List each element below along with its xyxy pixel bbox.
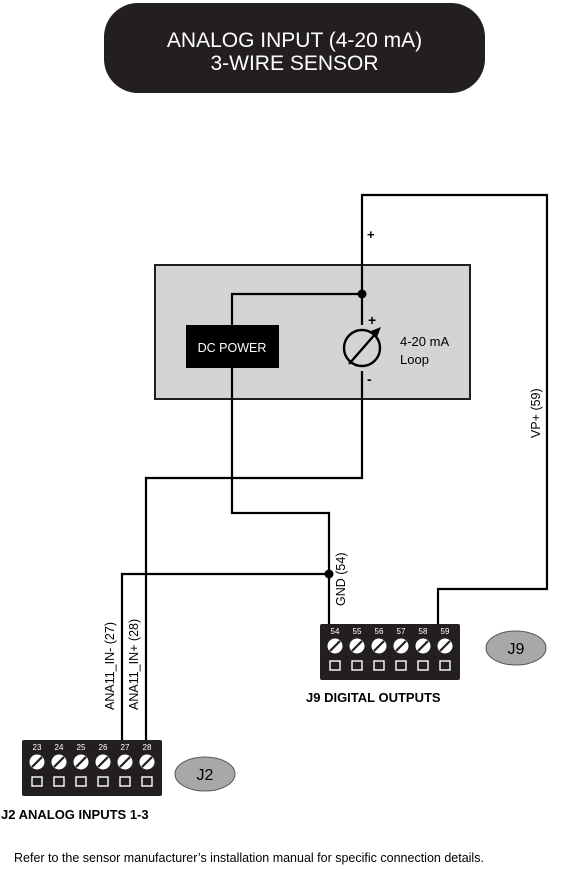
loop-label-line-1: 4-20 mA bbox=[400, 334, 449, 349]
j2-wire-slot bbox=[97, 776, 109, 787]
j2-pin-number: 26 bbox=[99, 743, 108, 752]
j9-caption: J9 DIGITAL OUTPUTS bbox=[306, 690, 441, 705]
j2-pin-number: 23 bbox=[33, 743, 42, 752]
supply-plus-sign: + bbox=[367, 227, 375, 242]
loop-minus-sign: - bbox=[367, 371, 372, 387]
j9-wire-slot bbox=[329, 660, 341, 671]
gnd-wire-label: GND (54) bbox=[334, 553, 348, 606]
screw-icon bbox=[371, 638, 387, 654]
j9-pin-number: 59 bbox=[441, 627, 450, 636]
j9-badge-label: J9 bbox=[508, 641, 525, 658]
j9-housing bbox=[320, 624, 460, 680]
j9-pin-number: 58 bbox=[419, 627, 428, 636]
screw-icon bbox=[437, 638, 453, 654]
dc-power-label: DC POWER bbox=[198, 341, 267, 355]
j9-pin-number: 57 bbox=[397, 627, 406, 636]
ana-in-plus-label: ANA11_IN+ (28) bbox=[127, 619, 141, 710]
screw-icon bbox=[51, 754, 67, 770]
j9-wire-slot bbox=[351, 660, 363, 671]
j2-wire-slot bbox=[53, 776, 65, 787]
title-banner: ANALOG INPUT (4-20 mA) 3-WIRE SENSOR bbox=[104, 3, 485, 93]
j2-wire-slot bbox=[75, 776, 87, 787]
j9-terminal-block: 54 55 56 57 58 59 bbox=[320, 624, 460, 680]
ana-in-plus-wire bbox=[144, 371, 364, 742]
j2-pin-number: 28 bbox=[143, 743, 152, 752]
loop-meter-icon bbox=[342, 327, 382, 368]
j2-pin-number: 27 bbox=[121, 743, 130, 752]
loop-label-line-2: Loop bbox=[400, 352, 429, 367]
ana-in-minus-label: ANA11_IN- (27) bbox=[103, 622, 117, 710]
j9-wire-slot bbox=[373, 660, 385, 671]
j9-badge bbox=[485, 630, 547, 666]
j9-wire-slot bbox=[439, 660, 451, 671]
j2-pin-number: 25 bbox=[77, 743, 86, 752]
dc-power-block bbox=[186, 325, 279, 368]
screw-icon bbox=[349, 638, 365, 654]
screw-icon bbox=[117, 754, 133, 770]
loop-plus-sign: + bbox=[368, 312, 376, 328]
screw-icon bbox=[327, 638, 343, 654]
wires bbox=[120, 193, 549, 742]
screw-icon bbox=[393, 638, 409, 654]
j2-badge bbox=[174, 756, 236, 792]
j2-terminal-block: 23 24 25 26 27 28 bbox=[22, 740, 162, 796]
title-line-1: ANALOG INPUT (4-20 mA) bbox=[166, 29, 423, 52]
j2-wire-slot bbox=[31, 776, 43, 787]
gnd-wire bbox=[230, 368, 331, 625]
j9-wire-slot bbox=[395, 660, 407, 671]
junction-dot-gnd bbox=[324, 569, 334, 579]
vp-wire-label: VP+ (59) bbox=[529, 388, 543, 438]
j9-pin-number: 55 bbox=[353, 627, 362, 636]
junction-dot-top bbox=[357, 289, 367, 299]
j2-pin-number: 24 bbox=[55, 743, 64, 752]
power-top-wire bbox=[230, 292, 362, 325]
title-line-2: 3-WIRE SENSOR bbox=[210, 52, 379, 75]
j9-pin-number: 54 bbox=[331, 627, 340, 636]
j2-wire-slot bbox=[119, 776, 131, 787]
screw-icon bbox=[73, 754, 89, 770]
screw-icon bbox=[29, 754, 45, 770]
screw-icon bbox=[139, 754, 155, 770]
j2-housing bbox=[22, 740, 162, 796]
j9-pin-number: 56 bbox=[375, 627, 384, 636]
screw-icon bbox=[415, 638, 431, 654]
j9-wire-slot bbox=[417, 660, 429, 671]
j2-wire-slot bbox=[141, 776, 153, 787]
j2-caption: J2 ANALOG INPUTS 1-3 bbox=[1, 807, 149, 822]
footnote: Refer to the sensor manufacturer’s insta… bbox=[14, 851, 484, 865]
screw-icon bbox=[95, 754, 111, 770]
vp-wire bbox=[360, 193, 549, 625]
j2-badge-label: J2 bbox=[197, 767, 214, 784]
ana-in-minus-wire bbox=[120, 572, 329, 742]
